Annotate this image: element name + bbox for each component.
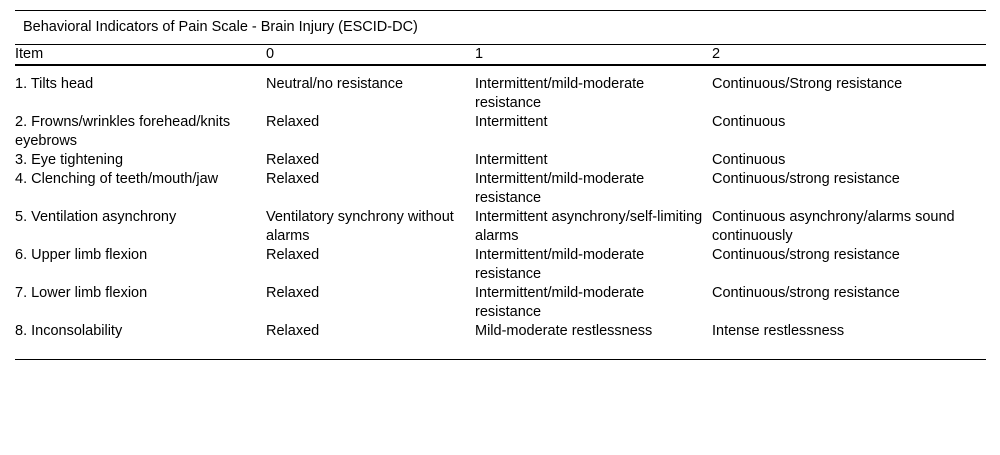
table-row: 4. Clenching of teeth/mouth/jaw Relaxed … bbox=[15, 170, 986, 208]
row-score-2: Continuous asynchrony/alarms sound conti… bbox=[712, 208, 986, 246]
column-header-score-1: 1 bbox=[475, 46, 484, 62]
score-1-text: Intermittent/mild-moderate resistance bbox=[475, 76, 645, 111]
table-row: 3. Eye tightening Relaxed Intermittent C… bbox=[15, 151, 986, 170]
column-header-score-0: 0 bbox=[266, 46, 275, 62]
row-score-0: Ventilatory synchrony without alarms bbox=[266, 208, 475, 246]
score-2-text: Continuous/strong resistance bbox=[712, 247, 900, 263]
table-row: 8. Inconsolability Relaxed Mild-moderate… bbox=[15, 322, 986, 350]
table-row: 6. Upper limb flexion Relaxed Intermitte… bbox=[15, 246, 986, 284]
table-body: 1. Tilts head Neutral/no resistance Inte… bbox=[15, 66, 986, 350]
row-score-2: Continuous/Strong resistance bbox=[712, 66, 986, 113]
score-1-text: Intermittent/mild-moderate resistance bbox=[475, 285, 645, 320]
item-text: 4. Clenching of teeth/mouth/jaw bbox=[15, 171, 219, 187]
score-1-text: Intermittent bbox=[475, 152, 548, 168]
score-1-text: Intermittent/mild-moderate resistance bbox=[475, 247, 645, 282]
table-header-rule bbox=[15, 64, 986, 66]
score-0-text: Relaxed bbox=[266, 323, 320, 339]
score-2-text: Continuous bbox=[712, 114, 786, 130]
scale-table-body: 1. Tilts head Neutral/no resistance Inte… bbox=[15, 66, 986, 350]
item-text: 8. Inconsolability bbox=[15, 323, 123, 339]
table-row: 5. Ventilation asynchrony Ventilatory sy… bbox=[15, 208, 986, 246]
score-0-text: Neutral/no resistance bbox=[266, 76, 404, 92]
table-caption-rule bbox=[15, 44, 986, 45]
row-score-0: Relaxed bbox=[266, 284, 475, 322]
row-score-1: Intermittent/mild-moderate resistance bbox=[475, 246, 712, 284]
row-score-2: Continuous/strong resistance bbox=[712, 170, 986, 208]
row-score-1: Intermittent bbox=[475, 151, 712, 170]
row-score-0: Relaxed bbox=[266, 322, 475, 350]
row-score-2: Continuous bbox=[712, 151, 986, 170]
score-1-text: Intermittent asynchrony/self-limiting al… bbox=[475, 209, 703, 244]
item-text: 7. Lower limb flexion bbox=[15, 285, 148, 301]
row-item-label: 3. Eye tightening bbox=[15, 151, 266, 170]
row-item-label: 8. Inconsolability bbox=[15, 322, 266, 350]
score-2-text: Continuous asynchrony/alarms sound conti… bbox=[712, 209, 955, 244]
row-score-2: Intense restlessness bbox=[712, 322, 986, 350]
score-2-text: Intense restlessness bbox=[712, 323, 845, 339]
row-score-1: Intermittent/mild-moderate resistance bbox=[475, 170, 712, 208]
table-top-rule bbox=[15, 10, 986, 11]
row-score-1: Intermittent asynchrony/self-limiting al… bbox=[475, 208, 712, 246]
row-score-2: Continuous bbox=[712, 113, 986, 151]
row-score-2: Continuous/strong resistance bbox=[712, 284, 986, 322]
row-score-1: Intermittent/mild-moderate resistance bbox=[475, 66, 712, 113]
row-score-0: Relaxed bbox=[266, 246, 475, 284]
row-score-1: Intermittent/mild-moderate resistance bbox=[475, 284, 712, 322]
row-score-2: Continuous/strong resistance bbox=[712, 246, 986, 284]
score-1-text: Intermittent bbox=[475, 114, 548, 130]
score-0-text: Relaxed bbox=[266, 152, 320, 168]
score-2-text: Continuous/Strong resistance bbox=[712, 76, 903, 92]
score-1-text: Mild-moderate restlessness bbox=[475, 323, 653, 339]
score-2-text: Continuous bbox=[712, 152, 786, 168]
score-0-text: Ventilatory synchrony without alarms bbox=[266, 209, 454, 244]
row-score-0: Relaxed bbox=[266, 113, 475, 151]
row-item-label: 6. Upper limb flexion bbox=[15, 246, 266, 284]
score-0-text: Relaxed bbox=[266, 114, 320, 130]
header-row: Item 0 1 2 bbox=[15, 45, 986, 64]
table-caption: Behavioral Indicators of Pain Scale - Br… bbox=[23, 19, 418, 35]
row-score-0: Neutral/no resistance bbox=[266, 66, 475, 113]
item-text: 5. Ventilation asynchrony bbox=[15, 209, 177, 225]
table-header: Item 0 1 2 bbox=[15, 45, 986, 64]
table-bottom-spacer bbox=[15, 350, 986, 359]
score-2-text: Continuous/strong resistance bbox=[712, 171, 900, 187]
row-score-0: Relaxed bbox=[266, 170, 475, 208]
escid-dc-table: Behavioral Indicators of Pain Scale - Br… bbox=[15, 10, 986, 360]
row-item-label: 5. Ventilation asynchrony bbox=[15, 208, 266, 246]
score-0-text: Relaxed bbox=[266, 247, 320, 263]
score-0-text: Relaxed bbox=[266, 171, 320, 187]
item-text: 3. Eye tightening bbox=[15, 152, 124, 168]
row-score-0: Relaxed bbox=[266, 151, 475, 170]
item-text: 6. Upper limb flexion bbox=[15, 247, 148, 263]
table-bottom-rule bbox=[15, 359, 986, 360]
row-item-label: 2. Frowns/wrinkles forehead/knits eyebro… bbox=[15, 113, 266, 151]
column-header-score-2: 2 bbox=[712, 46, 721, 62]
table-row: 2. Frowns/wrinkles forehead/knits eyebro… bbox=[15, 113, 986, 151]
table-row: 7. Lower limb flexion Relaxed Intermitte… bbox=[15, 284, 986, 322]
scale-table: Item 0 1 2 bbox=[15, 45, 986, 64]
item-text: 2. Frowns/wrinkles forehead/knits eyebro… bbox=[15, 114, 231, 149]
item-text: 1. Tilts head bbox=[15, 76, 94, 92]
row-score-1: Intermittent bbox=[475, 113, 712, 151]
row-item-label: 1. Tilts head bbox=[15, 66, 266, 113]
score-2-text: Continuous/strong resistance bbox=[712, 285, 900, 301]
score-0-text: Relaxed bbox=[266, 285, 320, 301]
row-score-1: Mild-moderate restlessness bbox=[475, 322, 712, 350]
column-header-item: Item bbox=[15, 46, 44, 62]
row-item-label: 4. Clenching of teeth/mouth/jaw bbox=[15, 170, 266, 208]
table-row: 1. Tilts head Neutral/no resistance Inte… bbox=[15, 66, 986, 113]
row-item-label: 7. Lower limb flexion bbox=[15, 284, 266, 322]
score-1-text: Intermittent/mild-moderate resistance bbox=[475, 171, 645, 206]
